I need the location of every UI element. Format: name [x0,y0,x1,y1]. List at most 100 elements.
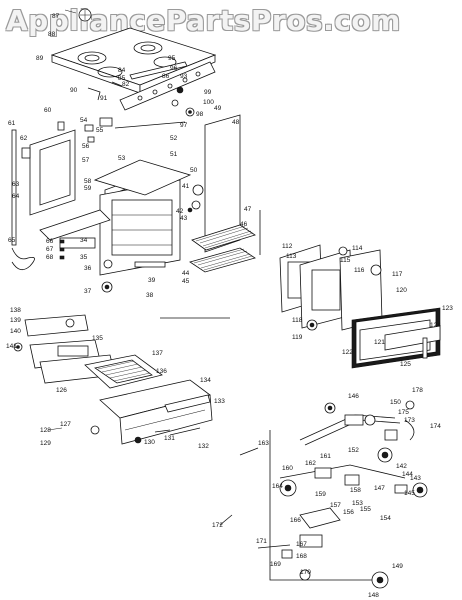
callout-52: 52 [170,135,178,142]
callout-65: 65 [8,237,16,244]
callout-60: 60 [44,107,52,114]
callout-157: 157 [330,502,341,509]
callout-84: 84 [118,67,126,74]
callout-171: 171 [256,538,267,545]
callout-35: 35 [80,254,88,261]
callout-154: 154 [380,515,391,522]
callout-44: 44 [182,270,190,277]
callout-114: 114 [352,245,363,252]
callout-88: 88 [48,31,56,38]
callout-124: 124 [430,322,441,329]
callout-61: 61 [8,120,16,127]
callout-173: 173 [404,417,415,424]
callout-68: 68 [46,254,54,261]
callout-164: 164 [272,483,283,490]
callout-174: 174 [430,423,441,430]
callout-162: 162 [305,460,316,467]
callout-50: 50 [190,167,198,174]
callout-49: 49 [214,105,222,112]
callout-160: 160 [282,465,293,472]
callout-132: 132 [198,443,209,450]
callout-38: 38 [146,292,154,299]
storage-drawer-assembly [13,314,213,445]
callout-153: 153 [352,500,363,507]
callout-90: 90 [70,87,78,94]
callout-126: 126 [56,387,67,394]
callout-48: 48 [232,119,240,126]
callout-141: 141 [6,343,17,350]
callout-34: 34 [80,237,88,244]
callout-85: 85 [118,75,126,82]
callout-59: 59 [84,185,92,192]
callout-66: 66 [46,238,54,245]
callout-118: 118 [292,317,303,324]
callout-135: 135 [92,335,103,342]
callout-143: 143 [410,475,421,482]
callout-158: 158 [350,487,361,494]
callout-156: 156 [343,509,354,516]
oven-body [11,114,261,293]
callout-138: 138 [10,307,21,314]
callout-96: 96 [170,65,178,72]
callout-170: 170 [300,569,311,576]
callout-99: 99 [204,89,212,96]
callout-130: 130 [144,439,155,446]
callout-178: 178 [412,387,423,394]
control-panel [87,61,216,117]
callout-labels: 8788899084858286959693991009198976061626… [6,13,453,599]
callout-128: 128 [40,427,51,434]
callout-161: 161 [320,453,331,460]
callout-117: 117 [392,271,403,278]
callout-140: 140 [10,328,21,335]
callout-172: 172 [212,522,223,529]
oven-racks [189,224,256,273]
callout-93: 93 [180,73,188,80]
callout-39: 39 [148,277,156,284]
callout-119: 119 [292,334,303,341]
callout-57: 57 [82,157,90,164]
callout-63: 63 [12,181,20,188]
callout-144: 144 [402,471,413,478]
callout-41: 41 [182,183,190,190]
callout-113: 113 [286,253,297,260]
callout-169: 169 [270,561,281,568]
callout-64: 64 [12,193,20,200]
callout-37: 37 [84,288,92,295]
callout-67: 67 [46,246,54,253]
callout-150: 150 [390,399,401,406]
callout-47: 47 [244,206,252,213]
callout-167: 167 [296,541,307,548]
oven-door-assembly [279,244,441,369]
callout-137: 137 [152,350,163,357]
callout-152: 152 [348,447,359,454]
callout-55: 55 [96,127,104,134]
callout-98: 98 [196,111,204,118]
callout-87: 87 [52,13,60,20]
callout-54: 54 [80,117,88,124]
callout-53: 53 [118,155,126,162]
callout-86: 86 [162,73,170,80]
callout-36: 36 [84,265,92,272]
callout-168: 168 [296,553,307,560]
callout-62: 62 [20,135,28,142]
callout-112: 112 [282,243,293,250]
callout-45: 45 [182,278,190,285]
callout-89: 89 [36,55,44,62]
callout-120: 120 [396,287,407,294]
callout-123: 123 [442,305,453,312]
callout-100: 100 [203,99,214,106]
callout-127: 127 [60,421,71,428]
callout-42: 42 [176,208,184,215]
callout-56: 56 [82,143,90,150]
callout-134: 134 [200,377,211,384]
callout-131: 131 [164,435,175,442]
callout-58: 58 [84,178,92,185]
callout-142: 142 [396,463,407,470]
callout-166: 166 [290,517,301,524]
callout-139: 139 [10,317,21,324]
callout-121: 121 [374,339,385,346]
callout-148: 148 [368,592,379,599]
callout-97: 97 [180,122,188,129]
callout-136: 136 [156,368,167,375]
